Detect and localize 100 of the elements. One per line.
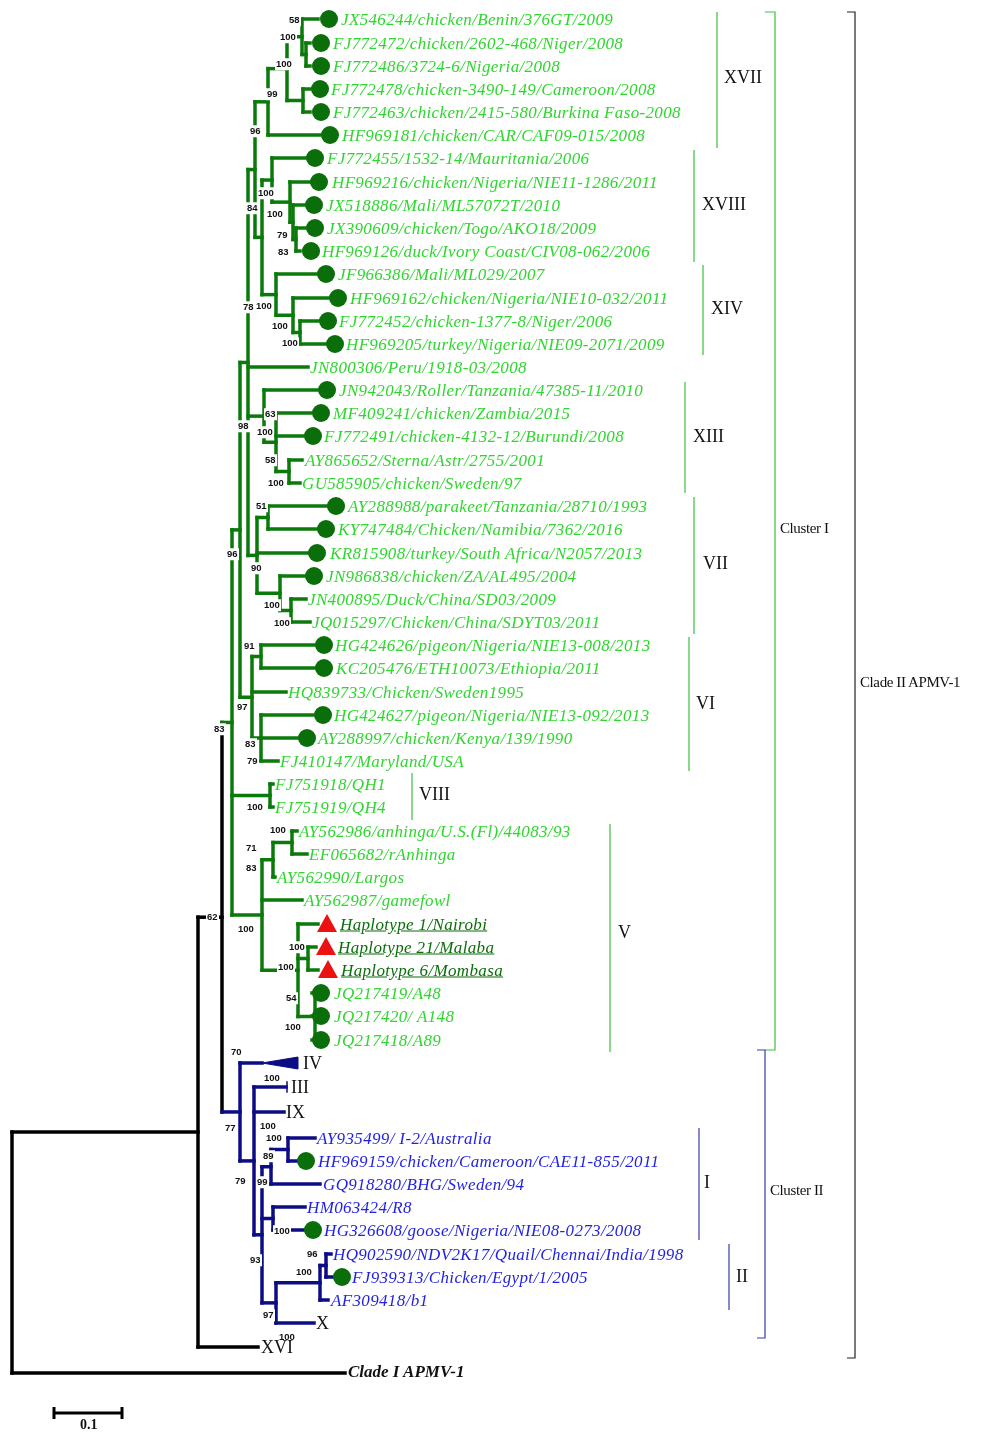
sequence-label: HF969159/chicken/Cameroon/CAE11-855/2011 — [318, 1152, 660, 1170]
sequence-label: AY865652/Sterna/Astr/2755/2001 — [305, 451, 546, 469]
bootstrap-value: 100 — [288, 941, 306, 953]
bootstrap-value: 79 — [276, 229, 289, 241]
clade-label: IX — [286, 1103, 305, 1121]
sequence-label: FJ772478/chicken-3490-149/Cameroon/2008 — [331, 80, 656, 98]
sequence-label: KR815908/turkey/South Africa/N2057/2013 — [330, 544, 643, 562]
sequence-label: JX546244/chicken/Benin/376GT/2009 — [341, 10, 614, 28]
sequence-label: HF969205/turkey/Nigeria/NIE09-2071/2009 — [346, 335, 665, 353]
sequence-label: JQ217418/A89 — [334, 1031, 442, 1049]
bootstrap-value: 100 — [267, 477, 285, 489]
sequence-label: JQ217419/A48 — [334, 984, 442, 1002]
clade-label: X — [316, 1314, 329, 1332]
bootstrap-value: 100 — [295, 1266, 313, 1278]
clade-label: VIII — [419, 785, 450, 803]
sequence-label: AY935499/ I-2/Australia — [317, 1129, 492, 1147]
scale-label: 0.1 — [80, 1418, 98, 1432]
clade-label: IV — [303, 1054, 322, 1072]
bootstrap-value: 58 — [264, 454, 277, 466]
sequence-label: KY747484/Chicken/Namibia/7362/2016 — [338, 520, 623, 538]
sequence-label: JX390609/chicken/Togo/AKO18/2009 — [327, 219, 597, 237]
sequence-label: HQ902590/NDV2K17/Quail/Chennai/India/1998 — [333, 1245, 684, 1263]
sequence-label: FJ772452/chicken-1377-8/Niger/2006 — [339, 312, 613, 330]
sequence-label: GU585905/chicken/Sweden/97 — [302, 474, 522, 492]
bootstrap-value: 100 — [263, 1072, 281, 1084]
sequence-label: MF409241/chicken/Zambia/2015 — [333, 404, 571, 422]
bootstrap-value: 100 — [237, 923, 255, 935]
sequence-label: HF969181/chicken/CAR/CAF09-015/2008 — [342, 126, 646, 144]
bootstrap-value: 98 — [237, 420, 250, 432]
sequence-label: AY562987/gamefowl — [304, 891, 451, 909]
bootstrap-value: 96 — [249, 125, 262, 137]
bootstrap-value: 100 — [275, 58, 293, 70]
sequence-label: AF309418/b1 — [331, 1291, 429, 1309]
bootstrap-value: 100 — [256, 426, 274, 438]
clade-label: VII — [703, 554, 728, 572]
bootstrap-value: 100 — [265, 1132, 283, 1144]
haplotype-label: Haplotype 1/Nairobi — [340, 915, 488, 933]
sequence-label: FJ772486/3724-6/Nigeria/2008 — [333, 57, 560, 75]
bootstrap-value: 100 — [259, 1120, 277, 1132]
sequence-label: AY288988/parakeet/Tanzania/28710/1993 — [348, 497, 648, 515]
sequence-label: JN986838/chicken/ZA/AL495/2004 — [326, 567, 577, 585]
sequence-label: HG424626/pigeon/Nigeria/NIE13-008/2013 — [335, 636, 651, 654]
sequence-label: AY288997/chicken/Kenya/139/1990 — [318, 729, 573, 747]
sequence-label: HM063424/R8 — [307, 1198, 412, 1216]
bootstrap-value: 99 — [266, 88, 279, 100]
bootstrap-value: 100 — [273, 1225, 291, 1237]
bootstrap-value: 100 — [281, 337, 299, 349]
sequence-label: EF065682/rAnhinga — [309, 845, 456, 863]
bootstrap-value: 89 — [262, 1150, 275, 1162]
sequence-label: FJ772455/1532-14/Mauritania/2006 — [327, 149, 590, 167]
bootstrap-value: 91 — [243, 640, 256, 652]
sequence-label: FJ772463/chicken/2415-580/Burkina Faso-2008 — [333, 103, 681, 121]
sequence-label: HG326608/goose/Nigeria/NIE08-0273/2008 — [324, 1221, 642, 1239]
bootstrap-value: 100 — [271, 320, 289, 332]
clade-label: XIV — [711, 299, 743, 317]
bootstrap-value: 78 — [242, 301, 255, 313]
sequence-label: FJ772472/chicken/2602-468/Niger/2008 — [333, 34, 624, 52]
haplotype-label: Haplotype 21/Malaba — [338, 938, 495, 956]
bootstrap-value: 79 — [246, 755, 259, 767]
bootstrap-value: 100 — [257, 187, 275, 199]
bootstrap-value: 62 — [206, 911, 219, 923]
clade-label: XVIII — [702, 195, 746, 213]
bootstrap-value: 100 — [273, 617, 291, 629]
bootstrap-value: 70 — [230, 1046, 243, 1058]
bootstrap-value: 90 — [250, 562, 263, 574]
bootstrap-value: 100 — [266, 208, 284, 220]
bootstrap-value: 51 — [255, 500, 268, 512]
sequence-label: JQ217420/ A148 — [334, 1007, 455, 1025]
bootstrap-value: 83 — [245, 862, 258, 874]
bootstrap-value: 93 — [249, 1254, 262, 1266]
bootstrap-value: 100 — [279, 31, 297, 43]
bootstrap-value: 84 — [246, 202, 259, 214]
bootstrap-value: 83 — [277, 246, 290, 258]
bootstrap-value: 96 — [306, 1248, 319, 1260]
sequence-label: JN800306/Peru/1918-03/2008 — [310, 358, 527, 376]
bootstrap-value: 83 — [213, 723, 226, 735]
sequence-label: FJ772491/chicken-4132-12/Burundi/2008 — [324, 427, 624, 445]
sequence-label: JF966386/Mali/ML029/2007 — [338, 265, 545, 283]
bootstrap-value: 100 — [269, 824, 287, 836]
bootstrap-value: 100 — [255, 300, 273, 312]
bootstrap-value: 71 — [245, 842, 258, 854]
sequence-label: FJ939313/Chicken/Egypt/1/2005 — [352, 1268, 588, 1286]
clade-label: XVII — [724, 68, 762, 86]
sequence-label: JX518886/Mali/ML57072T/2010 — [326, 196, 561, 214]
haplotype-label: Haplotype 6/Mombasa — [341, 961, 503, 979]
bootstrap-value: 63 — [264, 408, 277, 420]
sequence-label: AY562990/Largos — [277, 868, 405, 886]
clade-label: XIII — [693, 427, 724, 445]
bootstrap-value: 100 — [246, 801, 264, 813]
sequence-label: JN400895/Duck/China/SD03/2009 — [308, 590, 557, 608]
clade-label: II — [736, 1267, 748, 1285]
sequence-label: KC205476/ETH10073/Ethiopia/2011 — [336, 659, 601, 677]
cluster-label: Cluster II — [770, 1182, 824, 1198]
sequence-label: HQ839733/Chicken/Sweden1995 — [288, 683, 525, 701]
sequence-label: HF969126/duck/Ivory Coast/CIV08-062/2006 — [322, 242, 650, 260]
sequence-label: GQ918280/BHG/Sweden/94 — [323, 1175, 525, 1193]
bootstrap-value: 97 — [262, 1309, 275, 1321]
sequence-label: FJ751919/QH4 — [275, 798, 386, 816]
clade-label: III — [291, 1078, 309, 1096]
bootstrap-value: 97 — [236, 701, 249, 713]
